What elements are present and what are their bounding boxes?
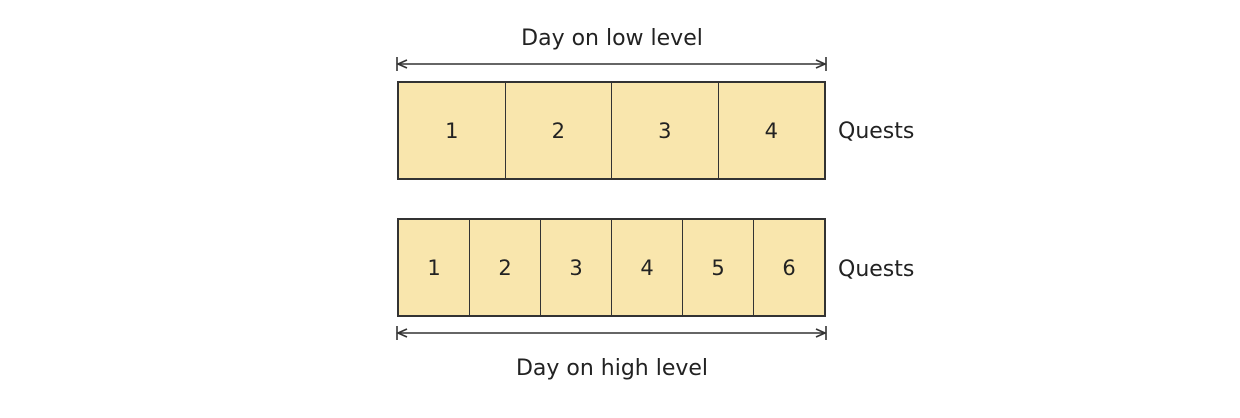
high-level-quest-row: 1 2 3 4 5 6 xyxy=(397,218,826,317)
quest-cell: 2 xyxy=(470,220,541,315)
quest-cell: 5 xyxy=(683,220,754,315)
quest-cell: 2 xyxy=(506,83,612,178)
quest-cell: 6 xyxy=(782,255,796,280)
quest-cell: 4 xyxy=(612,220,683,315)
day-on-high-level-label: Day on high level xyxy=(515,356,709,381)
quest-cell: 1 xyxy=(399,220,470,315)
day-on-low-level-label: Day on low level xyxy=(521,26,703,51)
low-level-quest-row: 1 2 3 4 xyxy=(397,81,826,180)
low-level-quests-label: Quests xyxy=(838,119,915,144)
low-level-span-arrow xyxy=(396,57,827,71)
quest-cell: 3 xyxy=(541,220,612,315)
quest-cell: 1 xyxy=(399,83,506,178)
quest-cell: 4 xyxy=(764,118,778,143)
high-level-quests-label: Quests xyxy=(838,257,915,282)
quest-cell: 3 xyxy=(612,83,719,178)
high-level-span-arrow xyxy=(396,326,827,340)
